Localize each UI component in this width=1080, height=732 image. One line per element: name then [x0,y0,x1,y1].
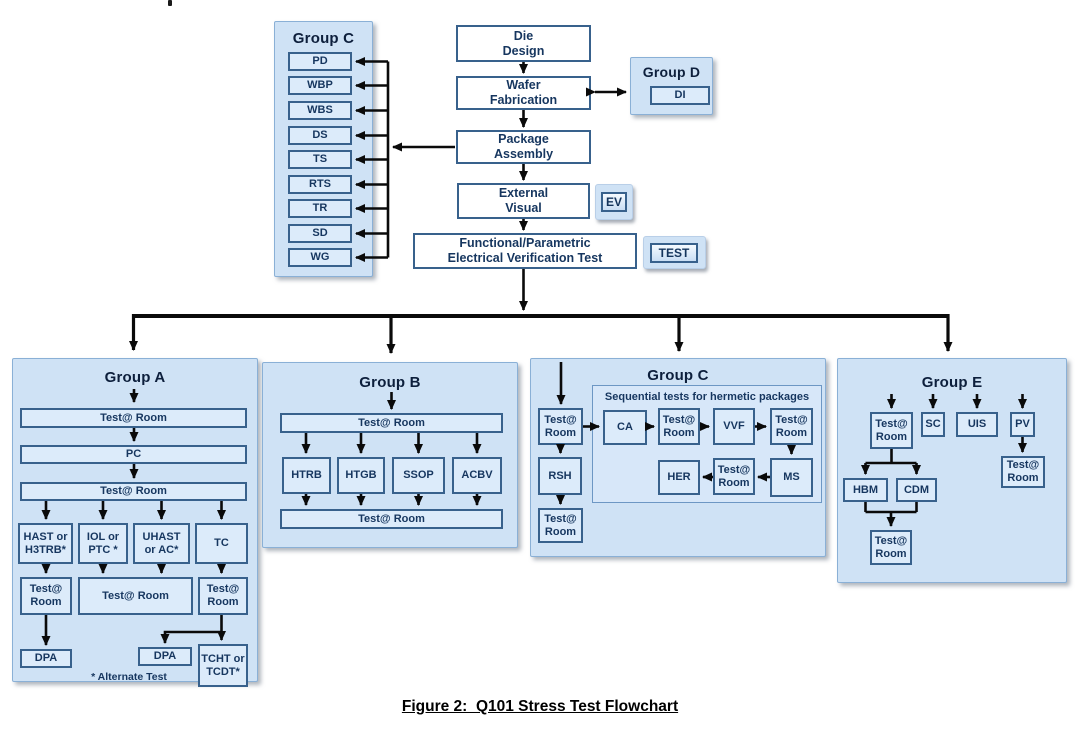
group-a-uhast-ac: UHAST or AC* [133,523,190,564]
group-a-iol-ptc: IOL or PTC * [78,523,128,564]
node-di: DI [650,86,710,105]
group-a-pc: PC [20,445,247,464]
group-b-title: Group B [359,374,421,391]
group-b-test-room-2: Test@ Room [280,509,503,529]
group-c-test-room-3: Test@ Room [658,408,700,445]
group-a-dpa-2: DPA [138,647,192,666]
group-e-sc: SC [921,412,945,437]
group-c-bottom-title: Group C [647,367,709,384]
group-b-ssop: SSOP [392,457,445,494]
node-sd: SD [288,224,352,243]
node-wafer-fabrication: Wafer Fabrication [456,76,591,110]
group-b-htrb: HTRB [282,457,331,494]
group-e-title: Group E [921,374,983,391]
group-c-test-room-2: Test@ Room [538,508,583,543]
node-rts: RTS [288,175,352,194]
group-a-tc: TC [195,523,248,564]
group-c-ca: CA [603,410,647,445]
group-c-rsh: RSH [538,457,582,495]
group-b-test-room-1: Test@ Room [280,413,503,433]
node-die-design: Die Design [456,25,591,62]
group-a-tcht-tcdt: TCHT or TCDT* [198,644,248,687]
group-e-hbm: HBM [843,478,888,502]
sequential-tests-label: Sequential tests for hermetic packages [604,391,810,403]
group-e-test-room-1: Test@ Room [870,412,913,449]
node-external-visual: External Visual [457,183,590,219]
group-a-container: Group A [12,358,258,682]
group-c-top-title: Group C [292,30,355,47]
group-c-her: HER [658,460,700,495]
group-e-uis: UIS [956,412,998,437]
group-a-alternate-test-note: * Alternate Test [91,671,167,683]
group-a-title: Group A [104,369,166,386]
group-a-dpa-1: DPA [20,649,72,668]
group-b-acbv: ACBV [452,457,502,494]
group-a-test-room-2: Test@ Room [20,482,247,501]
group-a-test-room-3: Test@ Room [20,577,72,615]
group-d-title: Group D [642,64,701,80]
group-c-ms: MS [770,458,813,497]
node-ds: DS [288,126,352,145]
group-c-test-room-4: Test@ Room [770,408,813,445]
group-a-test-room-4: Test@ Room [78,577,193,615]
group-c-test-room-1: Test@ Room [538,408,583,445]
group-e-test-room-2: Test@ Room [870,530,912,565]
ev-badge-label: EV [601,192,627,212]
group-b-htgb: HTGB [337,457,385,494]
stray-ink-mark [168,0,172,6]
node-tr: TR [288,199,352,218]
group-c-test-room-5: Test@ Room [713,458,755,495]
group-a-test-room-1: Test@ Room [20,408,247,428]
group-a-test-room-5: Test@ Room [198,577,248,615]
figure-caption: Figure 2: Q101 Stress Test Flowchart [401,698,679,715]
node-package-assembly: Package Assembly [456,130,591,164]
node-functional-parametric-test: Functional/Parametric Electrical Verific… [413,233,637,269]
group-a-hast-h3trb: HAST or H3TRB* [18,523,73,564]
node-wbs: WBS [288,101,352,120]
node-ts: TS [288,150,352,169]
node-pd: PD [288,52,352,71]
group-c-vvf: VVF [713,408,755,445]
group-e-test-room-pv: Test@ Room [1001,456,1045,488]
test-badge-label: TEST [650,243,698,263]
node-wg: WG [288,248,352,267]
node-wbp: WBP [288,76,352,95]
group-e-pv: PV [1010,412,1035,437]
group-e-cdm: CDM [896,478,937,502]
